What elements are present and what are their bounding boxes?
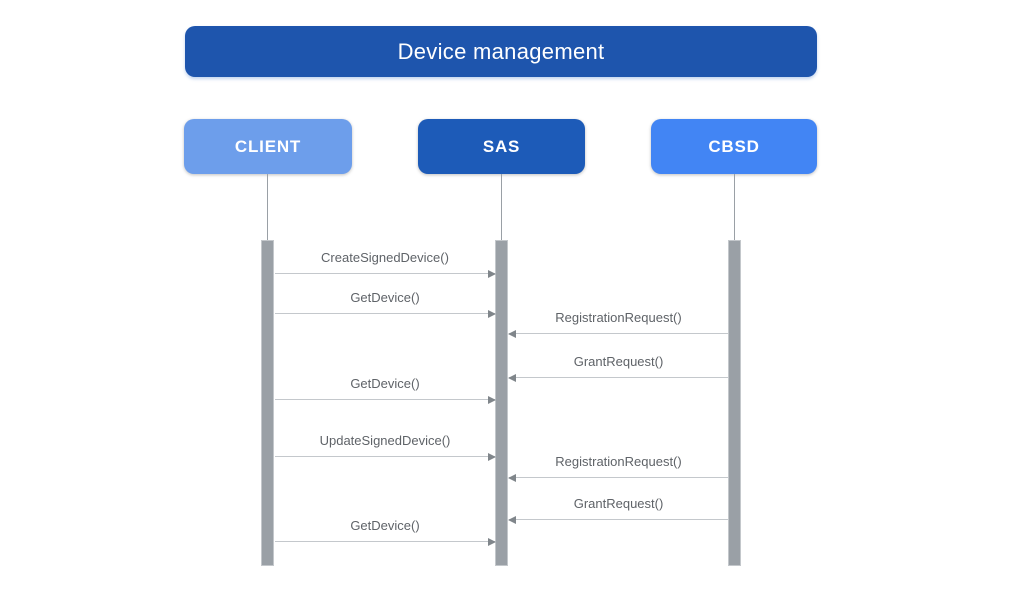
arrowhead-left-icon <box>508 474 516 482</box>
arrowhead-right-icon <box>488 310 496 318</box>
message-label: RegistrationRequest() <box>555 454 682 469</box>
lifeline-client <box>267 174 268 240</box>
arrowhead-left-icon <box>508 374 516 382</box>
arrow-line <box>275 399 495 400</box>
message-get-device-1: GetDevice() <box>275 288 496 318</box>
arrow-line <box>275 456 495 457</box>
actor-label-cbsd: CBSD <box>708 136 760 156</box>
actor-box-sas: SAS <box>418 119 585 174</box>
message-get-device-3: GetDevice() <box>275 516 496 546</box>
arrowhead-right-icon <box>488 270 496 278</box>
message-create-signed-device: CreateSignedDevice() <box>275 248 496 278</box>
arrow-line <box>509 519 728 520</box>
arrowhead-right-icon <box>488 453 496 461</box>
activation-bar-client <box>261 240 274 566</box>
arrowhead-right-icon <box>488 396 496 404</box>
message-get-device-2: GetDevice() <box>275 374 496 404</box>
message-grant-request-2: GrantRequest() <box>508 494 728 524</box>
diagram-title: Device management <box>397 38 605 64</box>
message-grant-request-1: GrantRequest() <box>508 352 728 382</box>
message-label: UpdateSignedDevice() <box>319 433 451 448</box>
arrowhead-left-icon <box>508 516 516 524</box>
diagram-title-banner: Device management <box>185 26 817 77</box>
actor-label-sas: SAS <box>482 136 521 156</box>
actor-box-cbsd: CBSD <box>651 119 817 174</box>
arrow-line <box>275 273 495 274</box>
arrow-line <box>509 477 728 478</box>
arrow-line <box>275 313 495 314</box>
message-registration-request-1: RegistrationRequest() <box>508 308 728 338</box>
lifeline-sas <box>501 174 502 240</box>
message-label: GrantRequest() <box>573 496 664 511</box>
message-label: GrantRequest() <box>573 354 664 369</box>
arrow-line <box>275 541 495 542</box>
message-label: RegistrationRequest() <box>555 310 682 325</box>
message-label: CreateSignedDevice() <box>321 250 449 265</box>
arrowhead-right-icon <box>488 538 496 546</box>
message-registration-request-2: RegistrationRequest() <box>508 452 728 482</box>
arrowhead-left-icon <box>508 330 516 338</box>
activation-bar-cbsd <box>728 240 741 566</box>
activation-bar-sas <box>495 240 508 566</box>
message-update-signed-device: UpdateSignedDevice() <box>275 431 496 461</box>
arrow-line <box>509 377 728 378</box>
actor-box-client: CLIENT <box>184 119 352 174</box>
message-label: GetDevice() <box>350 376 420 391</box>
lifeline-cbsd <box>734 174 735 240</box>
message-label: GetDevice() <box>350 290 420 305</box>
message-label: GetDevice() <box>350 518 420 533</box>
actor-label-client: CLIENT <box>234 136 302 156</box>
arrow-line <box>509 333 728 334</box>
